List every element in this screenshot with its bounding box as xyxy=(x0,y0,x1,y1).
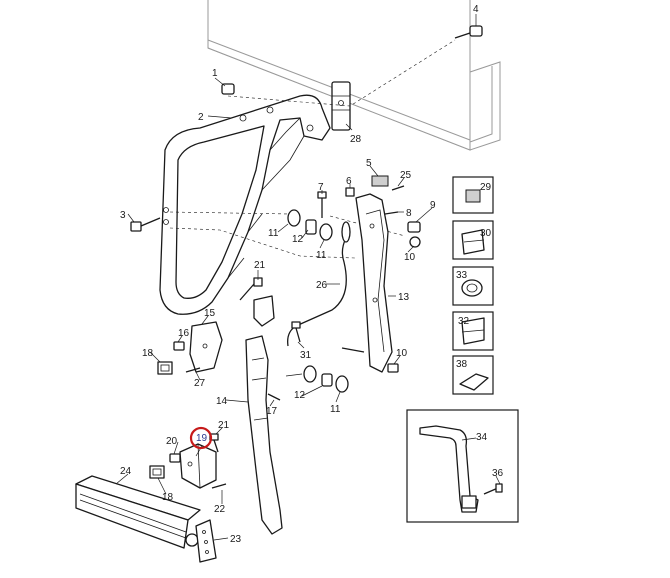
bolt-part-27 xyxy=(185,367,201,373)
callout-12-b: 12 xyxy=(294,390,306,401)
callout-31: 31 xyxy=(300,350,312,361)
washer-part-18-low xyxy=(149,465,165,479)
callout-4: 4 xyxy=(473,4,479,15)
bushing-part-11-a xyxy=(287,209,301,227)
callout-23: 23 xyxy=(230,534,242,545)
nut-part-1 xyxy=(221,83,235,95)
spacer-part-12-top xyxy=(305,219,317,235)
washer-part-10-top xyxy=(409,236,421,248)
ref-box-part-38 xyxy=(452,355,494,395)
bushing-part-11-b xyxy=(319,223,333,241)
bushing-part-11-d xyxy=(335,375,349,393)
callout-12-a: 12 xyxy=(292,234,304,245)
nut-part-16 xyxy=(173,341,185,351)
callout-3: 3 xyxy=(120,210,126,221)
ref-box-part-33 xyxy=(452,266,494,306)
step-frame xyxy=(159,94,331,315)
callout-21-top: 21 xyxy=(254,260,266,271)
bracket-part-19 xyxy=(179,443,217,489)
crossmember-part-24 xyxy=(75,475,201,549)
callout-38: 38 xyxy=(456,359,468,370)
callout-19: 19 xyxy=(196,433,208,444)
bolt-part-4 xyxy=(454,25,483,39)
clip-part-28 xyxy=(331,81,351,131)
callout-25: 25 xyxy=(400,170,412,181)
callout-labels: 1 2 3 4 5 6 7 8 9 10 10 11 11 11 12 12 1… xyxy=(120,4,504,545)
callout-18-low: 18 xyxy=(162,492,174,503)
callout-28: 28 xyxy=(350,134,362,145)
ref-box-part-30 xyxy=(452,220,494,260)
bolt-part-7 xyxy=(317,191,327,218)
bolt-part-21-top xyxy=(239,277,263,301)
callout-16: 16 xyxy=(178,328,190,339)
nut-part-20 xyxy=(169,453,181,463)
callout-24: 24 xyxy=(120,466,132,477)
highlight-ring-callout-19 xyxy=(189,426,213,450)
callout-29: 29 xyxy=(480,182,492,193)
detail-inset xyxy=(406,409,519,523)
callout-15: 15 xyxy=(204,308,216,319)
callout-6: 6 xyxy=(346,176,352,187)
callout-26: 26 xyxy=(316,280,328,291)
callout-18-top: 18 xyxy=(142,348,154,359)
nut-part-6 xyxy=(345,187,355,197)
callout-27: 27 xyxy=(194,378,206,389)
bushing-part-11-c xyxy=(303,365,317,383)
callout-20: 20 xyxy=(166,436,178,447)
block-part-5 xyxy=(371,175,389,187)
bracket-part-13 xyxy=(355,193,393,373)
washer-part-18-top xyxy=(157,361,173,375)
callout-5: 5 xyxy=(366,158,372,169)
plate-part-23 xyxy=(195,519,217,563)
callout-10-top: 10 xyxy=(404,252,416,263)
spacer-part-12-low xyxy=(321,373,333,387)
callout-11-c: 11 xyxy=(330,404,341,415)
callout-13: 13 xyxy=(398,292,410,303)
callout-8: 8 xyxy=(406,208,412,219)
callout-22: 22 xyxy=(214,504,226,515)
callout-1: 1 xyxy=(212,68,218,79)
bolt-part-10-low xyxy=(341,347,399,373)
ref-box-part-29 xyxy=(452,176,494,214)
callout-9: 9 xyxy=(430,200,436,211)
bracket-part-15 xyxy=(189,321,223,373)
callout-36: 36 xyxy=(492,468,504,479)
callout-21-low: 21 xyxy=(218,420,230,431)
bolt-part-17 xyxy=(267,393,281,401)
callout-33: 33 xyxy=(456,270,468,281)
callout-11-b: 11 xyxy=(316,250,327,261)
callout-14: 14 xyxy=(216,396,228,407)
hanger-part-14 xyxy=(245,295,283,535)
nut-part-9 xyxy=(407,221,421,233)
bolt-part-3 xyxy=(130,217,161,232)
ref-box-part-32 xyxy=(452,311,494,351)
callout-30: 30 xyxy=(480,228,492,239)
callout-2: 2 xyxy=(198,112,204,123)
callout-11-a: 11 xyxy=(268,228,279,239)
bolt-part-31 xyxy=(291,321,301,343)
leader-lines xyxy=(115,14,501,541)
callout-10-low: 10 xyxy=(396,348,408,359)
pin-part-25 xyxy=(391,185,405,191)
cable-part-26 xyxy=(287,221,351,347)
callout-34: 34 xyxy=(476,432,488,443)
bolt-part-22 xyxy=(211,483,227,489)
callout-32: 32 xyxy=(458,316,470,327)
callout-7: 7 xyxy=(318,182,324,193)
callout-17: 17 xyxy=(266,406,278,417)
